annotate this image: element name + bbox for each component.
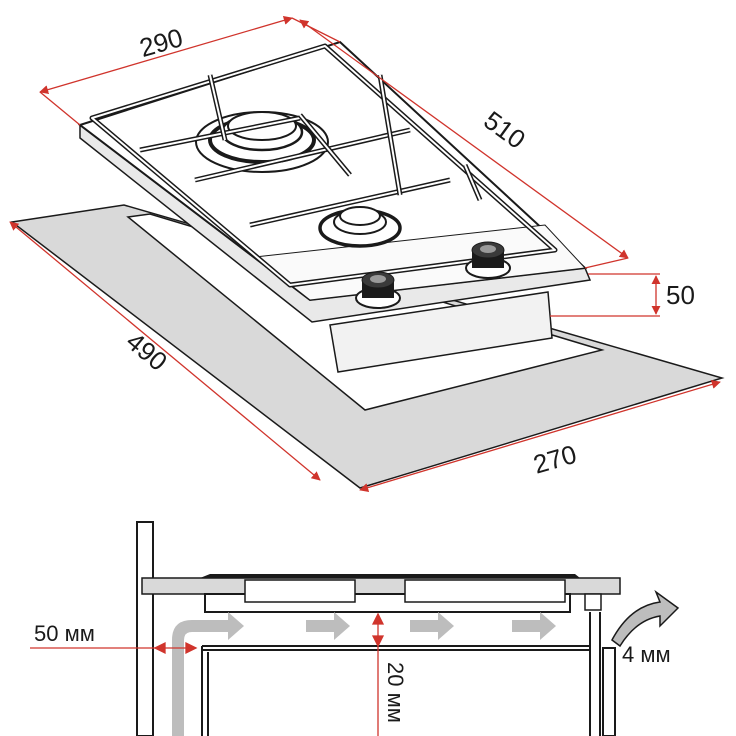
dimension-lines <box>9 15 721 493</box>
section-view: 50 мм 4 мм 20 мм <box>30 521 680 736</box>
dim-cutout-width: 270 <box>530 439 580 480</box>
dim-hob-height: 50 <box>666 280 695 310</box>
cabinet-section <box>201 612 616 736</box>
hob-section <box>200 574 602 613</box>
top-view: 290 510 50 490 270 <box>9 15 725 493</box>
label-vent-gap: 4 мм <box>622 642 671 667</box>
label-wall-gap: 50 мм <box>34 621 95 646</box>
wall <box>136 521 154 736</box>
label-air-clearance: 20 мм <box>383 662 408 723</box>
dim-hob-depth: 510 <box>478 105 531 155</box>
section-dimensions <box>30 612 385 736</box>
airflow-arrows <box>172 589 680 736</box>
dim-hob-width: 290 <box>136 22 186 63</box>
control-knob-left <box>355 271 401 309</box>
control-knob-right <box>465 241 511 279</box>
